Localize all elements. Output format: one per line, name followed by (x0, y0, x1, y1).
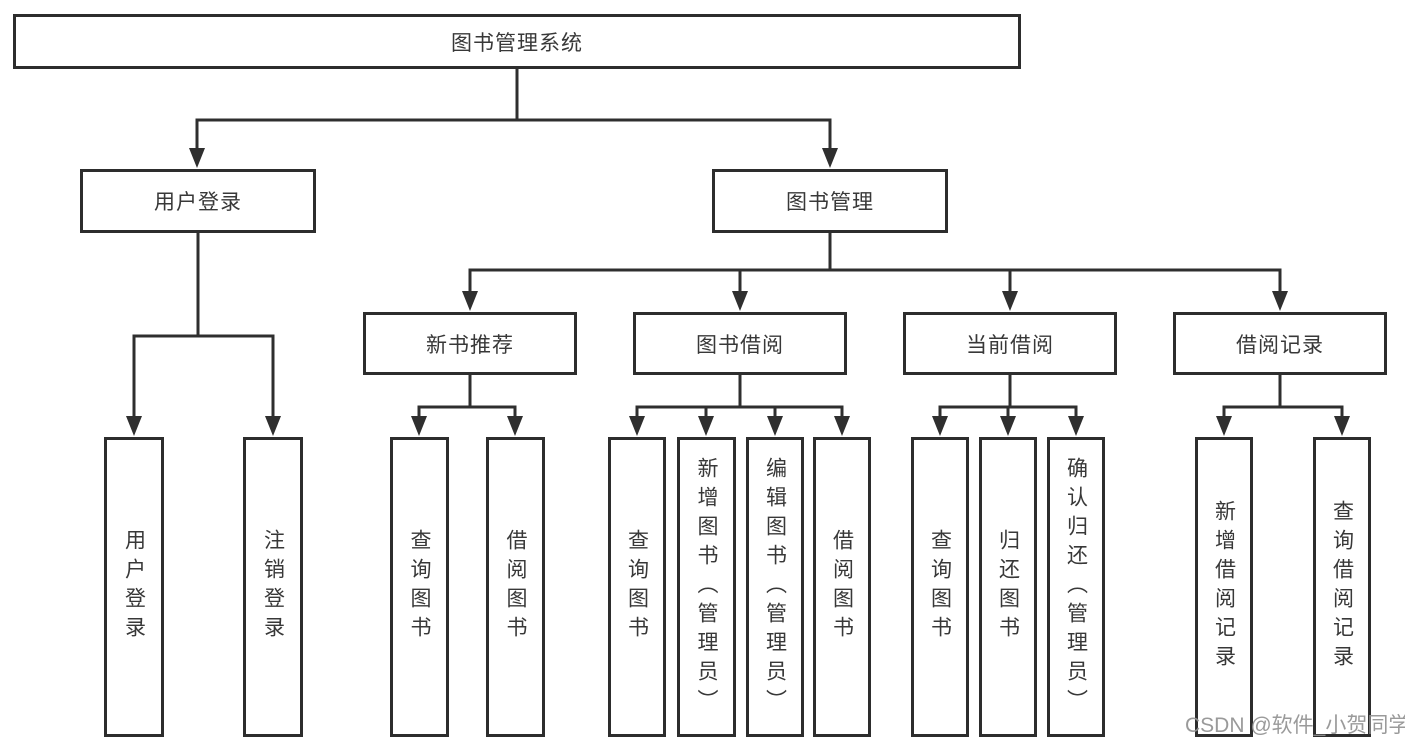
node-current-query-book: 查询图书 (911, 437, 969, 737)
connector-records-children (1216, 375, 1350, 436)
node-system: 图书管理系统 (13, 14, 1021, 69)
node-current-confirm-return: 确认归还（管理员） (1047, 437, 1105, 737)
node-borrow-records-label: 借阅记录 (1236, 333, 1324, 357)
node-current-return-book: 归还图书 (979, 437, 1037, 737)
connector-borrow-children (629, 375, 850, 436)
node-logout-label: 注销登录 (261, 529, 285, 645)
node-borrow-edit-book: 编辑图书（管理员） (746, 437, 804, 737)
node-borrow-add-book: 新增图书（管理员） (677, 437, 736, 737)
node-recommend-borrow-book: 借阅图书 (486, 437, 545, 737)
node-recommend-query-book-label: 查询图书 (408, 529, 431, 645)
node-login-label: 用户登录 (122, 529, 146, 645)
node-records-add-record: 新增借阅记录 (1195, 437, 1253, 737)
node-borrow-add-book-label: 新增图书（管理员） (695, 456, 718, 718)
node-user-login-label: 用户登录 (154, 191, 242, 214)
node-current-return-book-label: 归还图书 (996, 529, 1020, 645)
node-recommend-query-book: 查询图书 (390, 437, 449, 737)
node-borrow-borrow-book: 借阅图书 (813, 437, 871, 737)
node-current-confirm-return-label: 确认归还（管理员） (1064, 456, 1088, 718)
connector-recommend-children (411, 375, 523, 436)
connector-user-login-children (126, 233, 281, 436)
node-login: 用户登录 (104, 437, 164, 737)
node-book-mgmt-label: 图书管理 (786, 191, 874, 214)
connector-root-to-level1 (189, 69, 838, 168)
node-new-book-recommend: 新书推荐 (363, 312, 577, 375)
node-current-query-book-label: 查询图书 (928, 529, 952, 645)
node-borrow-records: 借阅记录 (1173, 312, 1387, 375)
node-book-borrow: 图书借阅 (633, 312, 847, 375)
node-logout: 注销登录 (243, 437, 303, 737)
node-recommend-borrow-book-label: 借阅图书 (504, 529, 527, 645)
watermark: CSDN @软件_小贺同学 (1185, 714, 1405, 737)
connector-book-mgmt-children (462, 233, 1288, 311)
node-current-borrow: 当前借阅 (903, 312, 1117, 375)
node-system-label: 图书管理系统 (451, 31, 583, 55)
node-borrow-query-book: 查询图书 (608, 437, 666, 737)
node-book-mgmt: 图书管理 (712, 169, 948, 233)
node-borrow-query-book-label: 查询图书 (625, 529, 649, 645)
node-user-login: 用户登录 (80, 169, 316, 233)
connector-current-children (932, 375, 1084, 436)
node-borrow-edit-book-label: 编辑图书（管理员） (763, 456, 787, 718)
node-new-book-recommend-label: 新书推荐 (426, 333, 514, 357)
node-borrow-borrow-book-label: 借阅图书 (830, 529, 854, 645)
node-records-add-record-label: 新增借阅记录 (1212, 500, 1236, 674)
node-current-borrow-label: 当前借阅 (966, 333, 1054, 357)
node-book-borrow-label: 图书借阅 (696, 333, 784, 357)
node-records-query-record-label: 查询借阅记录 (1330, 500, 1354, 674)
node-records-query-record: 查询借阅记录 (1313, 437, 1371, 737)
